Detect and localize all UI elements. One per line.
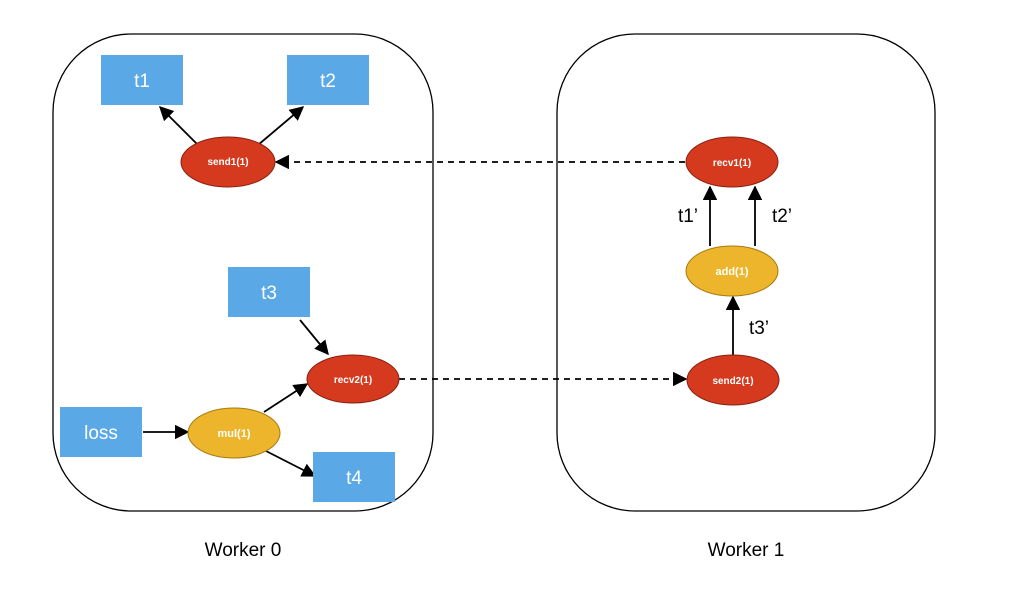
op-add: add(1)	[685, 245, 779, 297]
op-send2: send2(1)	[686, 354, 780, 406]
op-send1: send1(1)	[180, 136, 276, 188]
worker-1-caption: Worker 1	[708, 540, 785, 561]
svg-text:loss: loss	[84, 423, 118, 444]
tensor-t4: t4	[313, 452, 395, 502]
worker-0-caption: Worker 0	[205, 540, 282, 561]
svg-text:t2: t2	[320, 71, 336, 92]
svg-text:t1: t1	[134, 71, 150, 92]
edge-label-t3-prime: t3’	[749, 318, 769, 339]
svg-text:t3: t3	[261, 283, 277, 304]
edges	[143, 105, 763, 477]
tensor-loss: loss	[60, 407, 142, 457]
svg-text:send2(1): send2(1)	[712, 376, 753, 387]
edge-label-t2-prime: t2’	[772, 206, 792, 227]
edge-mul-to-t4	[265, 450, 317, 477]
tensor-t2: t2	[287, 55, 369, 105]
svg-text:t4: t4	[346, 468, 362, 489]
op-mul: mul(1)	[187, 407, 281, 459]
edge-send1-to-t1	[158, 105, 199, 146]
svg-text:recv1(1): recv1(1)	[713, 158, 751, 169]
tensor-t3: t3	[228, 267, 310, 317]
svg-text:add(1): add(1)	[716, 266, 749, 278]
edge-mul-to-recv2	[263, 383, 309, 413]
tensor-t1: t1	[101, 55, 183, 105]
worker-0-frame	[52, 33, 434, 512]
worker-1-frame	[556, 33, 936, 512]
svg-text:recv2(1): recv2(1)	[334, 375, 372, 386]
edge-send1-to-t2	[257, 106, 305, 146]
op-recv2: recv2(1)	[306, 354, 400, 404]
svg-text:mul(1): mul(1)	[218, 428, 251, 440]
edge-label-t1-prime: t1’	[678, 206, 698, 227]
edge-t3-to-recv2	[299, 319, 329, 356]
svg-text:send1(1): send1(1)	[207, 157, 248, 168]
op-recv1: recv1(1)	[685, 136, 779, 188]
